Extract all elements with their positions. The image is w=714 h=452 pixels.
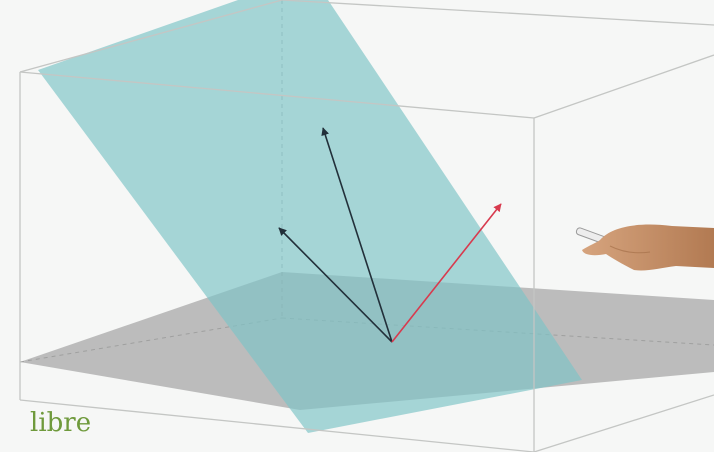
hand-with-pointer-icon	[575, 224, 714, 271]
caption-label: libre	[30, 408, 92, 438]
box-edges	[19, 0, 714, 452]
inclined-plane	[38, 0, 582, 433]
in-plane-vector	[278, 227, 393, 343]
normal-vector	[321, 127, 393, 343]
red-vector	[391, 203, 502, 343]
